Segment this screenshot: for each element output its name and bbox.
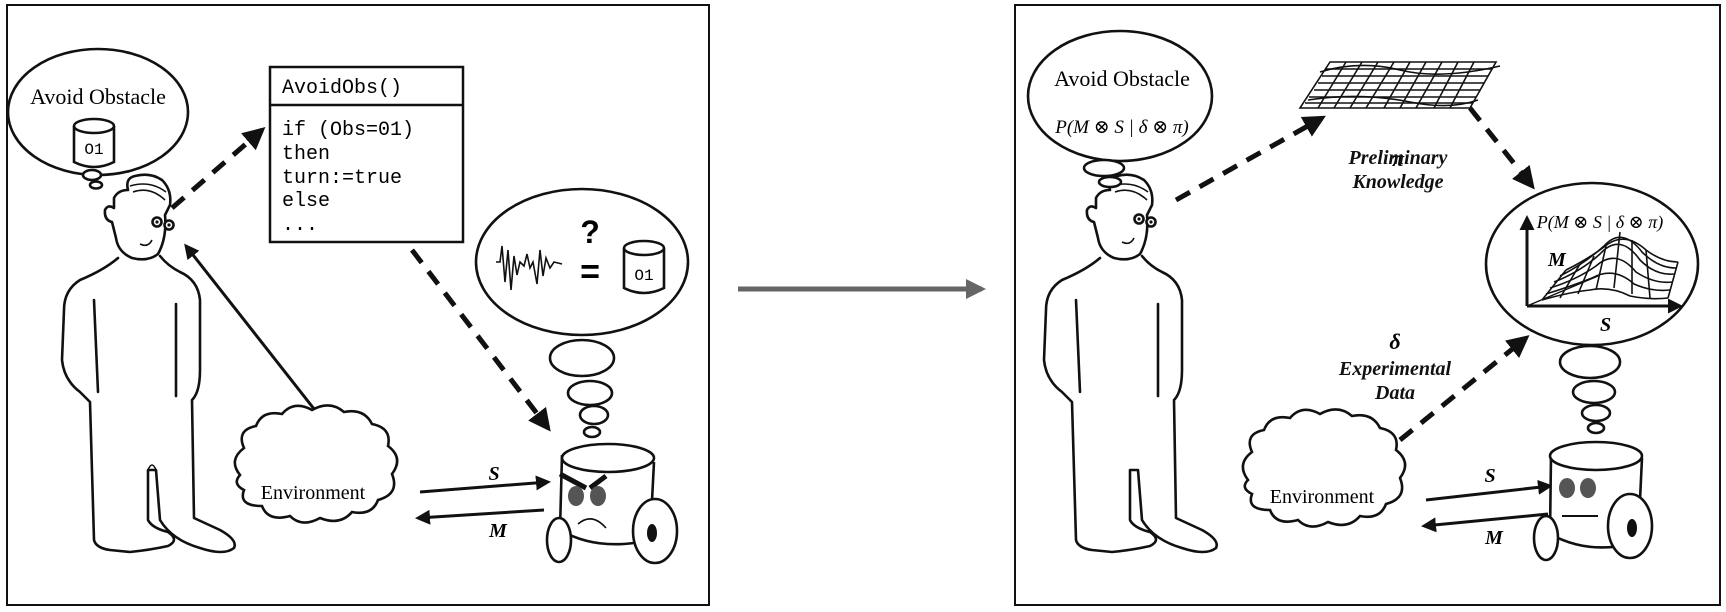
- code-line: then: [282, 143, 330, 166]
- code-line: ...: [282, 214, 318, 237]
- dashed-arrow-to-code: [170, 127, 266, 210]
- left-panel: Avoid Obstacle O1 AvoidObs() if (Obs=01)…: [6, 4, 710, 606]
- knowledge-grid-icon: [1298, 61, 1501, 109]
- robot-thought-bubble-left: ? = O1: [474, 187, 690, 439]
- code-line: turn:=true: [282, 167, 402, 190]
- dashed-arrow-knowledge-to-plot: [1468, 106, 1535, 190]
- thought-object-left: O1: [84, 141, 103, 159]
- robot-right: [1532, 440, 1654, 562]
- environment-cloud-left: Environment: [233, 404, 399, 524]
- motor-label-left: M: [488, 520, 508, 542]
- environment-cloud-right: Environment: [1241, 408, 1407, 528]
- pi-symbol: π: [1392, 146, 1405, 171]
- sensor-label-right: S: [1484, 465, 1495, 487]
- motor-arrow-left: [415, 508, 545, 525]
- human-thought-bubble-left: Avoid Obstacle O1: [6, 47, 190, 190]
- preliminary-knowledge-label: Preliminary Knowledge: [1318, 146, 1478, 194]
- sensor-label-left: S: [488, 463, 499, 485]
- environment-label-left: Environment: [261, 482, 366, 504]
- thought-title-right: Avoid Obstacle: [1054, 66, 1190, 91]
- plot-axis-m: M: [1547, 249, 1567, 271]
- experimental-data-label: Experimental Data: [1310, 357, 1480, 405]
- delta-symbol: δ: [1389, 329, 1400, 354]
- robot-obstacle-cylinder-icon: O1: [622, 239, 666, 295]
- prelim-line1: Preliminary: [1348, 147, 1448, 169]
- exp-line1: Experimental: [1338, 358, 1452, 380]
- prelim-line2: Knowledge: [1352, 171, 1444, 193]
- sensor-arrow-right: [1425, 479, 1553, 502]
- robot-left: [545, 442, 679, 565]
- robot-question-mark: ?: [580, 214, 600, 250]
- right-panel: Avoid Obstacle P(M ⊗ S | δ ⊗ π) π Prelim…: [1014, 4, 1721, 606]
- plot-axis-s: S: [1600, 314, 1611, 336]
- thought-formula-right: P(M ⊗ S | δ ⊗ π): [1054, 117, 1189, 138]
- obstacle-cylinder-icon: O1: [72, 117, 116, 169]
- probability-plot-bubble: P(M ⊗ S | δ ⊗ π) M S: [1484, 181, 1700, 435]
- motor-arrow-right: [1421, 512, 1549, 533]
- exp-line2: Data: [1375, 382, 1415, 404]
- dashed-arrow-data-to-plot: [1398, 335, 1530, 442]
- thought-title-left: Avoid Obstacle: [30, 84, 166, 109]
- robot-thought-object: O1: [634, 267, 653, 285]
- sensor-arrow-left: [419, 475, 551, 494]
- motor-label-right: M: [1484, 527, 1504, 549]
- environment-label-right: Environment: [1270, 486, 1375, 508]
- code-line: if (Obs=01): [282, 119, 414, 142]
- dashed-arrow-to-knowledge: [1174, 115, 1326, 203]
- signal-waveform-icon: [496, 245, 563, 291]
- code-header: AvoidObs(): [282, 77, 402, 100]
- plot-formula: P(M ⊗ S | δ ⊗ π): [1536, 212, 1663, 233]
- probability-surface: [1541, 231, 1679, 301]
- human-figure-right: [1042, 173, 1218, 554]
- human-figure-left: [60, 173, 236, 554]
- code-line: else: [282, 190, 330, 213]
- solid-arrow-env-to-human: [184, 243, 320, 415]
- human-thought-bubble-right: Avoid Obstacle P(M ⊗ S | δ ⊗ π): [1026, 29, 1214, 189]
- robot-equals-sign: =: [580, 253, 600, 291]
- dashed-arrow-to-robot: [410, 248, 551, 432]
- code-box: AvoidObs() if (Obs=01) then turn:=true e…: [268, 65, 465, 244]
